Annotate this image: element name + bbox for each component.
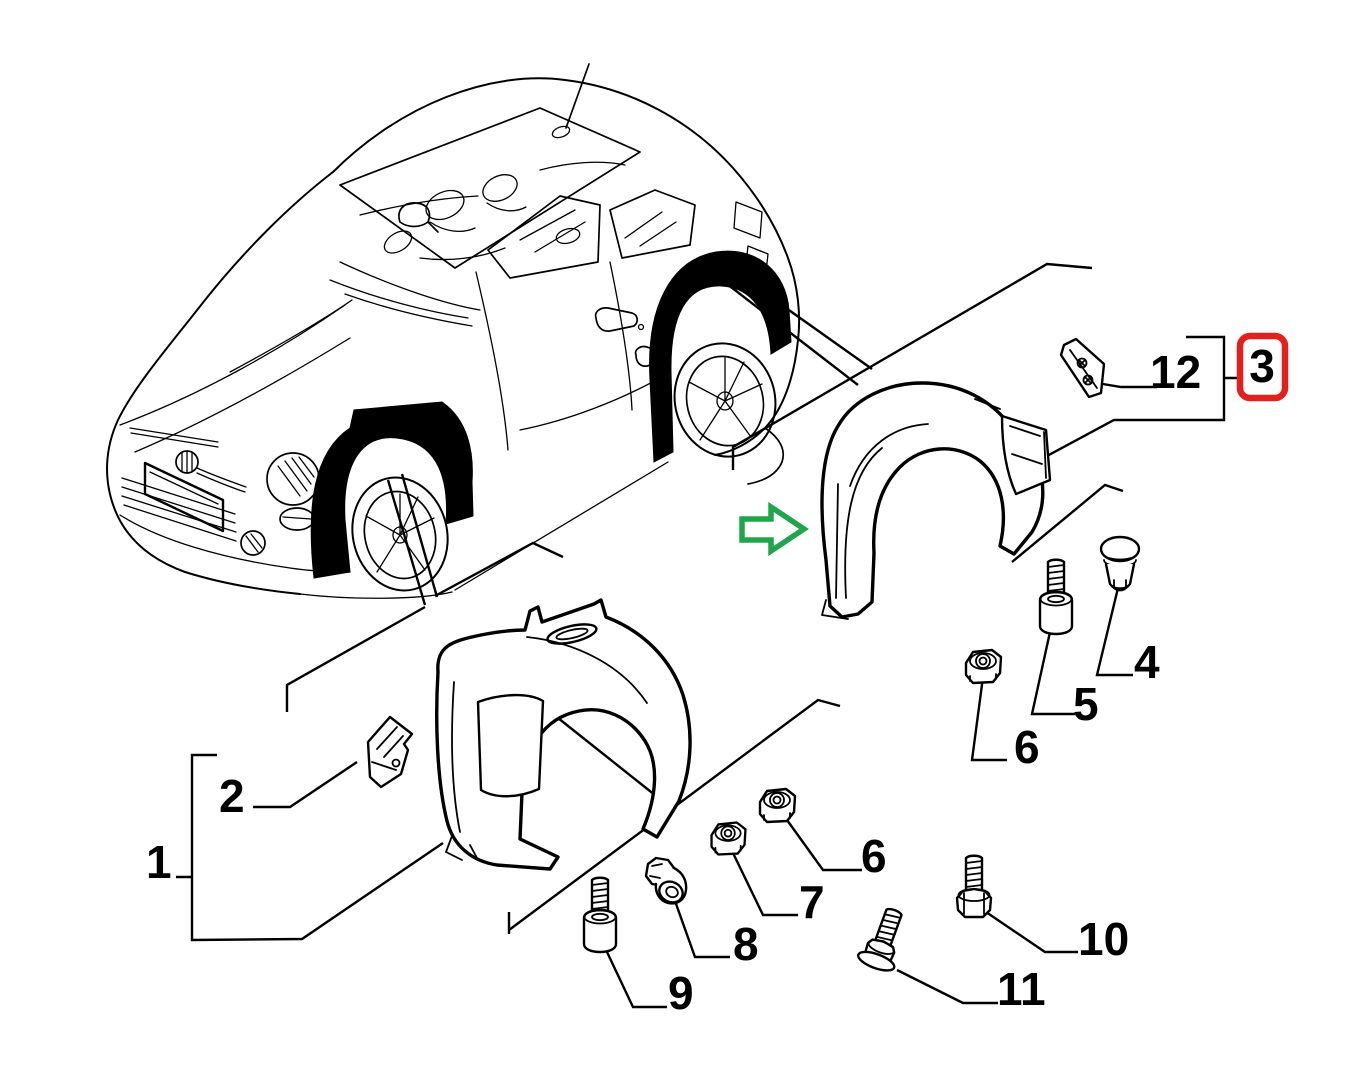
- leader-item-7: [731, 852, 798, 917]
- front-liner-highlight: [310, 401, 474, 579]
- license-plate: [143, 461, 225, 533]
- leader-item-5: [1030, 631, 1075, 716]
- clip-part-2: [366, 715, 414, 789]
- nut-part-6-left: [758, 787, 797, 824]
- leader-item-6-left: [786, 819, 862, 872]
- rear-liner-leader-lines: [717, 268, 873, 386]
- callout-6-left: 6: [861, 830, 887, 882]
- front-liner-leader-lines: [386, 473, 439, 606]
- wipers: [329, 279, 473, 327]
- callout-labels: 1 2 12 3 4 5 6 6 7 8 9 10 11: [146, 332, 1289, 1019]
- callout-9: 9: [668, 967, 694, 1019]
- vehicle-illustration: [106, 63, 801, 599]
- callout-11: 11: [997, 963, 1046, 1015]
- callout-4: 4: [1134, 636, 1160, 688]
- side-windows: [487, 189, 696, 279]
- callout-5: 5: [1073, 678, 1099, 730]
- leader-item-9: [605, 951, 667, 1009]
- headlight: [266, 452, 320, 506]
- side-mirror: [398, 202, 439, 233]
- rear-group-frame: [731, 262, 1124, 563]
- car-front-outline: [106, 171, 334, 595]
- direction-arrow-icon: [739, 501, 809, 557]
- rear-liner-part: [820, 381, 1052, 620]
- leader-item-6-right: [970, 676, 1007, 762]
- leader-item-11: [896, 968, 998, 1005]
- nut-part-7: [710, 821, 747, 856]
- bolt-part-10: [957, 856, 991, 917]
- bottom-group-frame: [507, 698, 841, 934]
- rivet-part-4: [1099, 535, 1141, 592]
- leader-item-8: [673, 900, 730, 959]
- leader-lines: [176, 262, 1239, 1009]
- callout-2: 2: [219, 770, 245, 822]
- leader-item-10: [985, 911, 1078, 954]
- callout-1: 1: [146, 836, 172, 888]
- front-group-frame: [285, 541, 564, 712]
- leader-item-4: [1095, 587, 1133, 677]
- front-wheel: [351, 476, 449, 592]
- leader-item-12: [1096, 381, 1157, 389]
- front-fascia: [119, 427, 351, 573]
- callout-7: 7: [799, 876, 825, 928]
- callout-10: 10: [1078, 913, 1129, 965]
- car-roof-outline: [332, 77, 801, 341]
- callout-3: 3: [1249, 340, 1275, 392]
- door-handle: [594, 307, 638, 332]
- callout-8: 8: [733, 918, 759, 970]
- callout-12: 12: [1150, 346, 1201, 398]
- rivet-nut-part-8: [644, 856, 688, 905]
- highlight-box-item-3: [1236, 332, 1289, 402]
- leader-item-2: [253, 761, 358, 809]
- bracket-item-1: [176, 753, 444, 942]
- front-liner-part: [435, 598, 692, 871]
- callout-6-right: 6: [1014, 721, 1040, 773]
- fiat-badge: [175, 450, 199, 474]
- rear-wheel: [673, 342, 777, 458]
- antenna: [565, 63, 590, 129]
- bolt-part-9: [584, 878, 616, 952]
- nut-part-6-right: [964, 648, 1003, 685]
- bolt-part-5: [1040, 560, 1072, 634]
- flap-part-12: [1059, 337, 1106, 399]
- bolt-part-11: [856, 904, 913, 975]
- windshield: [339, 107, 641, 269]
- car-interior: [359, 161, 626, 261]
- rear-liner-highlight: [649, 250, 792, 463]
